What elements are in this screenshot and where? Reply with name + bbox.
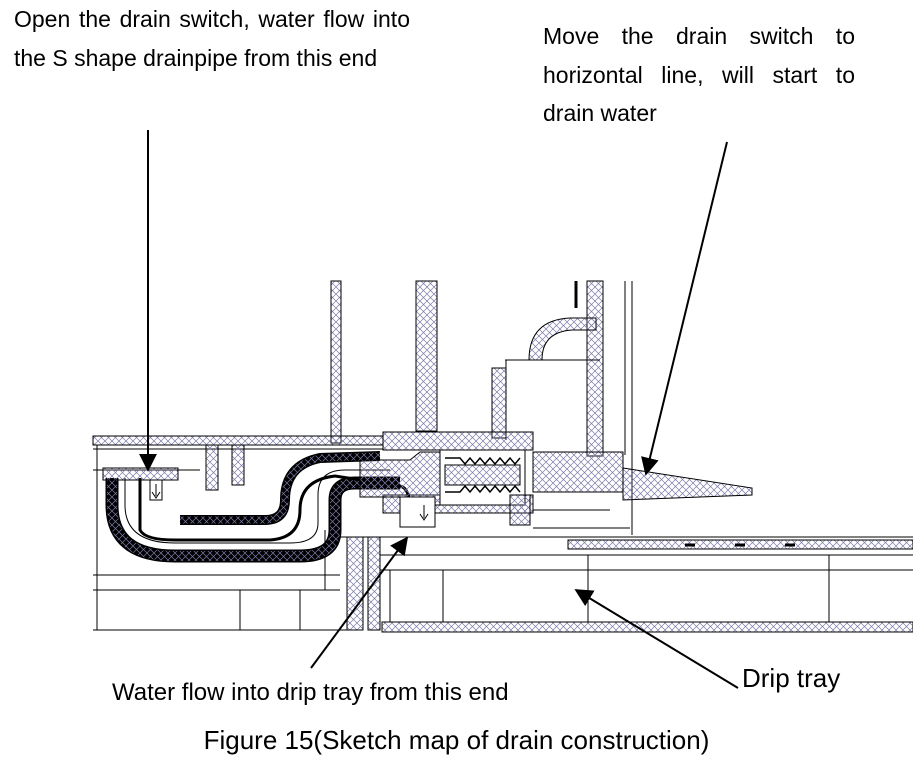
switch-arrow	[641, 141, 728, 476]
outlet-arrow	[310, 536, 409, 669]
water-flow-annotation: Water flow into drip tray from this end	[112, 679, 509, 706]
leader-arrows	[139, 130, 739, 689]
drip-tray-label: Drip tray	[742, 663, 841, 693]
drip-tray-arrow	[574, 589, 739, 689]
drip-tray	[340, 536, 913, 633]
drain-switch-body	[359, 431, 753, 529]
switch-move-annotation: Move the drain switch to horizontal line…	[543, 23, 855, 126]
inlet-cup	[102, 467, 179, 501]
s-shape-drainpipe	[105, 451, 412, 563]
curved-cover	[528, 317, 597, 361]
base-structure	[93, 445, 360, 631]
figure-caption: Figure 15(Sketch map of drain constructi…	[203, 725, 710, 755]
drain-open-annotation: Open the drain switch, water flow into t…	[14, 6, 410, 71]
